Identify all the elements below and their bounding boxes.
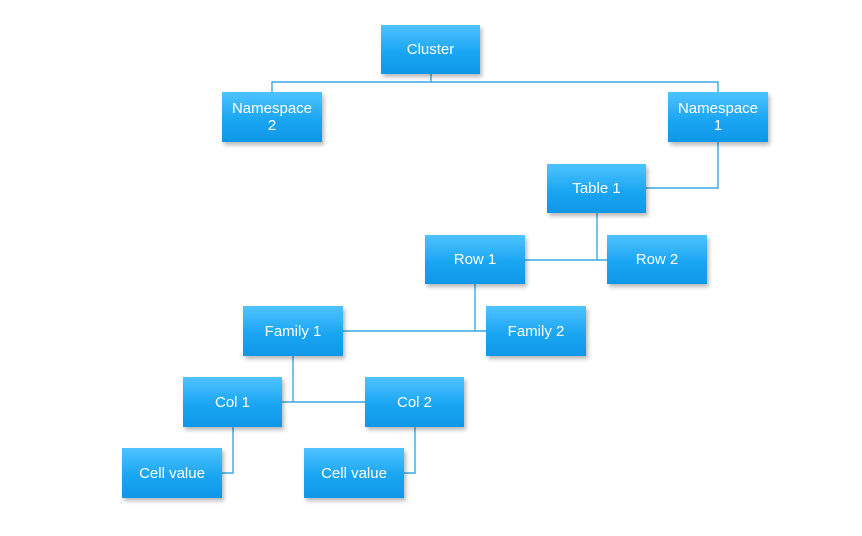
cell-value-node-1: Cell value xyxy=(122,448,222,498)
family-2-node: Family 2 xyxy=(486,306,586,356)
connector-col1-cell xyxy=(222,427,234,474)
col-1-node: Col 1 xyxy=(183,377,282,427)
connector-cluster-namespaces xyxy=(271,74,432,92)
connector-cluster-namespace-1 xyxy=(431,81,719,92)
cluster-node: Cluster xyxy=(381,25,480,74)
connector-namespace1-table1 xyxy=(646,142,719,189)
connector-col2-cell xyxy=(404,427,416,474)
namespace-2-node: Namespace 2 xyxy=(222,92,322,142)
row-1-node: Row 1 xyxy=(425,235,525,284)
family-1-node: Family 1 xyxy=(243,306,343,356)
namespace-1-node: Namespace 1 xyxy=(668,92,768,142)
row-2-node: Row 2 xyxy=(607,235,707,284)
col-2-node: Col 2 xyxy=(365,377,464,427)
table-1-node: Table 1 xyxy=(547,164,646,213)
cell-value-node-2: Cell value xyxy=(304,448,404,498)
